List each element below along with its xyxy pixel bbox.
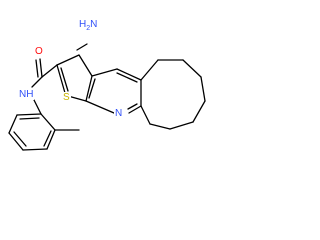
bond xyxy=(169,121,194,130)
bond xyxy=(140,59,159,81)
bond xyxy=(13,131,27,147)
bond xyxy=(40,113,56,131)
bond xyxy=(128,105,142,114)
bond xyxy=(35,59,39,78)
bond xyxy=(56,54,80,66)
amino-subscript: 2 xyxy=(86,25,91,32)
bond xyxy=(8,114,18,134)
bond xyxy=(22,148,48,151)
bond xyxy=(76,43,88,51)
bond xyxy=(200,76,206,102)
bond xyxy=(127,103,138,110)
bond xyxy=(8,132,24,151)
carbonyl-oxygen-label: O xyxy=(34,46,44,57)
bond xyxy=(78,54,93,77)
bond xyxy=(85,75,93,102)
bond xyxy=(46,129,56,150)
bond xyxy=(149,123,171,130)
bond xyxy=(31,76,43,88)
bond xyxy=(192,100,206,123)
bond xyxy=(85,100,115,114)
pyridine-nitrogen-label: N xyxy=(114,108,124,119)
amide-nh-label: NH xyxy=(18,89,35,100)
bond xyxy=(88,78,96,99)
bond xyxy=(140,105,151,125)
molecule-structure: H2N O NH S N xyxy=(0,0,219,170)
bond xyxy=(41,64,58,78)
amino-group-label: H2N xyxy=(78,19,99,34)
bond xyxy=(39,58,43,78)
bond-skeleton xyxy=(8,43,206,151)
amino-n: N xyxy=(90,19,98,30)
bond xyxy=(33,99,42,115)
bond xyxy=(91,68,118,77)
bond xyxy=(116,72,138,83)
bond xyxy=(67,95,87,102)
thiophene-sulfur-label: S xyxy=(62,92,71,103)
bond xyxy=(16,113,42,116)
bond xyxy=(19,117,40,120)
bond xyxy=(116,68,142,81)
bond xyxy=(56,64,66,94)
bond xyxy=(182,59,202,78)
bond xyxy=(43,130,52,147)
amino-h: H xyxy=(79,19,87,30)
bond xyxy=(60,67,69,92)
